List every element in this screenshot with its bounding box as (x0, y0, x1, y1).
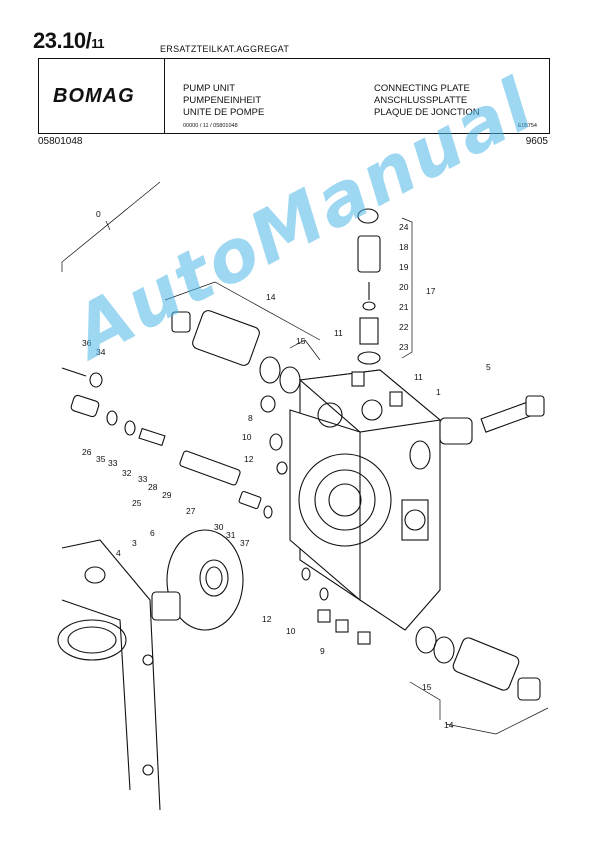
screw-11b (389, 391, 403, 407)
plug-8 (260, 395, 276, 413)
part-en: CONNECTING PLATE (374, 83, 470, 94)
pump-housing (57, 539, 161, 811)
brand-logo: BOMAG (53, 85, 135, 107)
o-ring-12 (276, 461, 288, 475)
group-en: PUMP UNIT (183, 83, 236, 94)
callout-9: 9 (320, 646, 325, 656)
title-divider (164, 59, 165, 133)
screw-11a (351, 371, 365, 387)
callout-33a: 33 (108, 458, 118, 468)
callout-12a: 12 (244, 454, 254, 464)
callout-15a: 15 (296, 336, 306, 346)
callout-labels: 0 1 3 4 5 6 8 9 10 10 11 11 12 12 14 14 … (82, 209, 491, 730)
o-ring-12b (301, 567, 311, 581)
assembly-bracket-line (61, 181, 161, 272)
date-code: 9605 (525, 136, 548, 147)
plug-9c (357, 631, 371, 645)
callout-14b: 14 (444, 720, 454, 730)
part-fr: PLAQUE DE JONCTION (374, 107, 480, 118)
bracket-14-lower (445, 707, 549, 735)
callout-26: 26 (82, 447, 92, 457)
catalog-title: ERSATZTEILKAT.AGGREGAT (160, 44, 290, 54)
part-de: ANSCHLUSSPLATTE (374, 95, 468, 106)
callout-37: 37 (240, 538, 250, 548)
valve-parts-left (61, 367, 273, 519)
group-names: PUMP UNIT PUMPENEINHEIT UNITE DE POMPE (183, 83, 264, 119)
o-ring-10b (319, 587, 329, 601)
valve-cartridge-14-lower (415, 626, 541, 701)
callout-0: 0 (96, 209, 101, 219)
callout-33b: 33 (138, 474, 148, 484)
bracket-14-upper (164, 281, 321, 341)
bracket-15-upper (289, 339, 321, 361)
drawing-code: E05754 (518, 123, 537, 129)
page-number: 23.10/11 (33, 28, 104, 53)
callout-18: 18 (399, 242, 409, 252)
callout-4: 4 (116, 548, 121, 558)
callout-34: 34 (96, 347, 106, 357)
callout-10a: 10 (242, 432, 252, 442)
callout-21: 21 (399, 302, 409, 312)
callout-31: 31 (226, 530, 236, 540)
callout-27: 27 (186, 506, 196, 516)
sleeve-3 (151, 559, 229, 621)
callout-11b: 11 (414, 372, 423, 382)
callout-32: 32 (122, 468, 132, 478)
connecting-plate-body (289, 369, 442, 631)
callout-22: 22 (399, 322, 409, 332)
callout-17: 17 (426, 286, 436, 296)
callout-10b: 10 (286, 626, 296, 636)
callout-8: 8 (248, 413, 253, 423)
part-names: CONNECTING PLATE ANSCHLUSSPLATTE PLAQUE … (374, 83, 480, 119)
o-ring-10 (269, 433, 283, 451)
part-number: 05801048 (38, 136, 83, 147)
callout-3: 3 (132, 538, 137, 548)
callout-20: 20 (399, 282, 409, 292)
bolt-5 (480, 395, 545, 433)
callout-28: 28 (148, 482, 158, 492)
callout-29: 29 (162, 490, 172, 500)
valve-cartridge-14-upper (171, 310, 301, 394)
sleeve-1 (439, 417, 473, 445)
callout-30: 30 (214, 522, 224, 532)
callout-35: 35 (96, 454, 106, 464)
callout-14a: 14 (266, 292, 276, 302)
bracket-15-lower (409, 681, 441, 720)
group-fr: UNITE DE POMPE (183, 107, 265, 118)
plug-9a (317, 609, 331, 623)
group-de: PUMPENEINHEIT (183, 95, 262, 106)
leader-0 (105, 220, 111, 231)
callout-23: 23 (399, 342, 409, 352)
title-block: BOMAG PUMP UNIT PUMPENEINHEIT UNITE DE P… (38, 58, 550, 134)
callout-24: 24 (399, 222, 409, 232)
valve-stack-17 (357, 208, 381, 365)
callout-19: 19 (399, 262, 409, 272)
plug-9b (335, 619, 349, 633)
callout-1: 1 (436, 387, 441, 397)
callout-25: 25 (132, 498, 142, 508)
seal-ring-6 (166, 529, 244, 631)
reference-number: 00000 / 11 / 05801048 (183, 123, 238, 129)
callout-15b: 15 (422, 682, 432, 692)
callout-11a: 11 (334, 328, 343, 338)
callout-6: 6 (150, 528, 155, 538)
callout-12b: 12 (262, 614, 272, 624)
callout-5: 5 (486, 362, 491, 372)
bracket-17 (401, 217, 413, 359)
callout-36: 36 (82, 338, 92, 348)
